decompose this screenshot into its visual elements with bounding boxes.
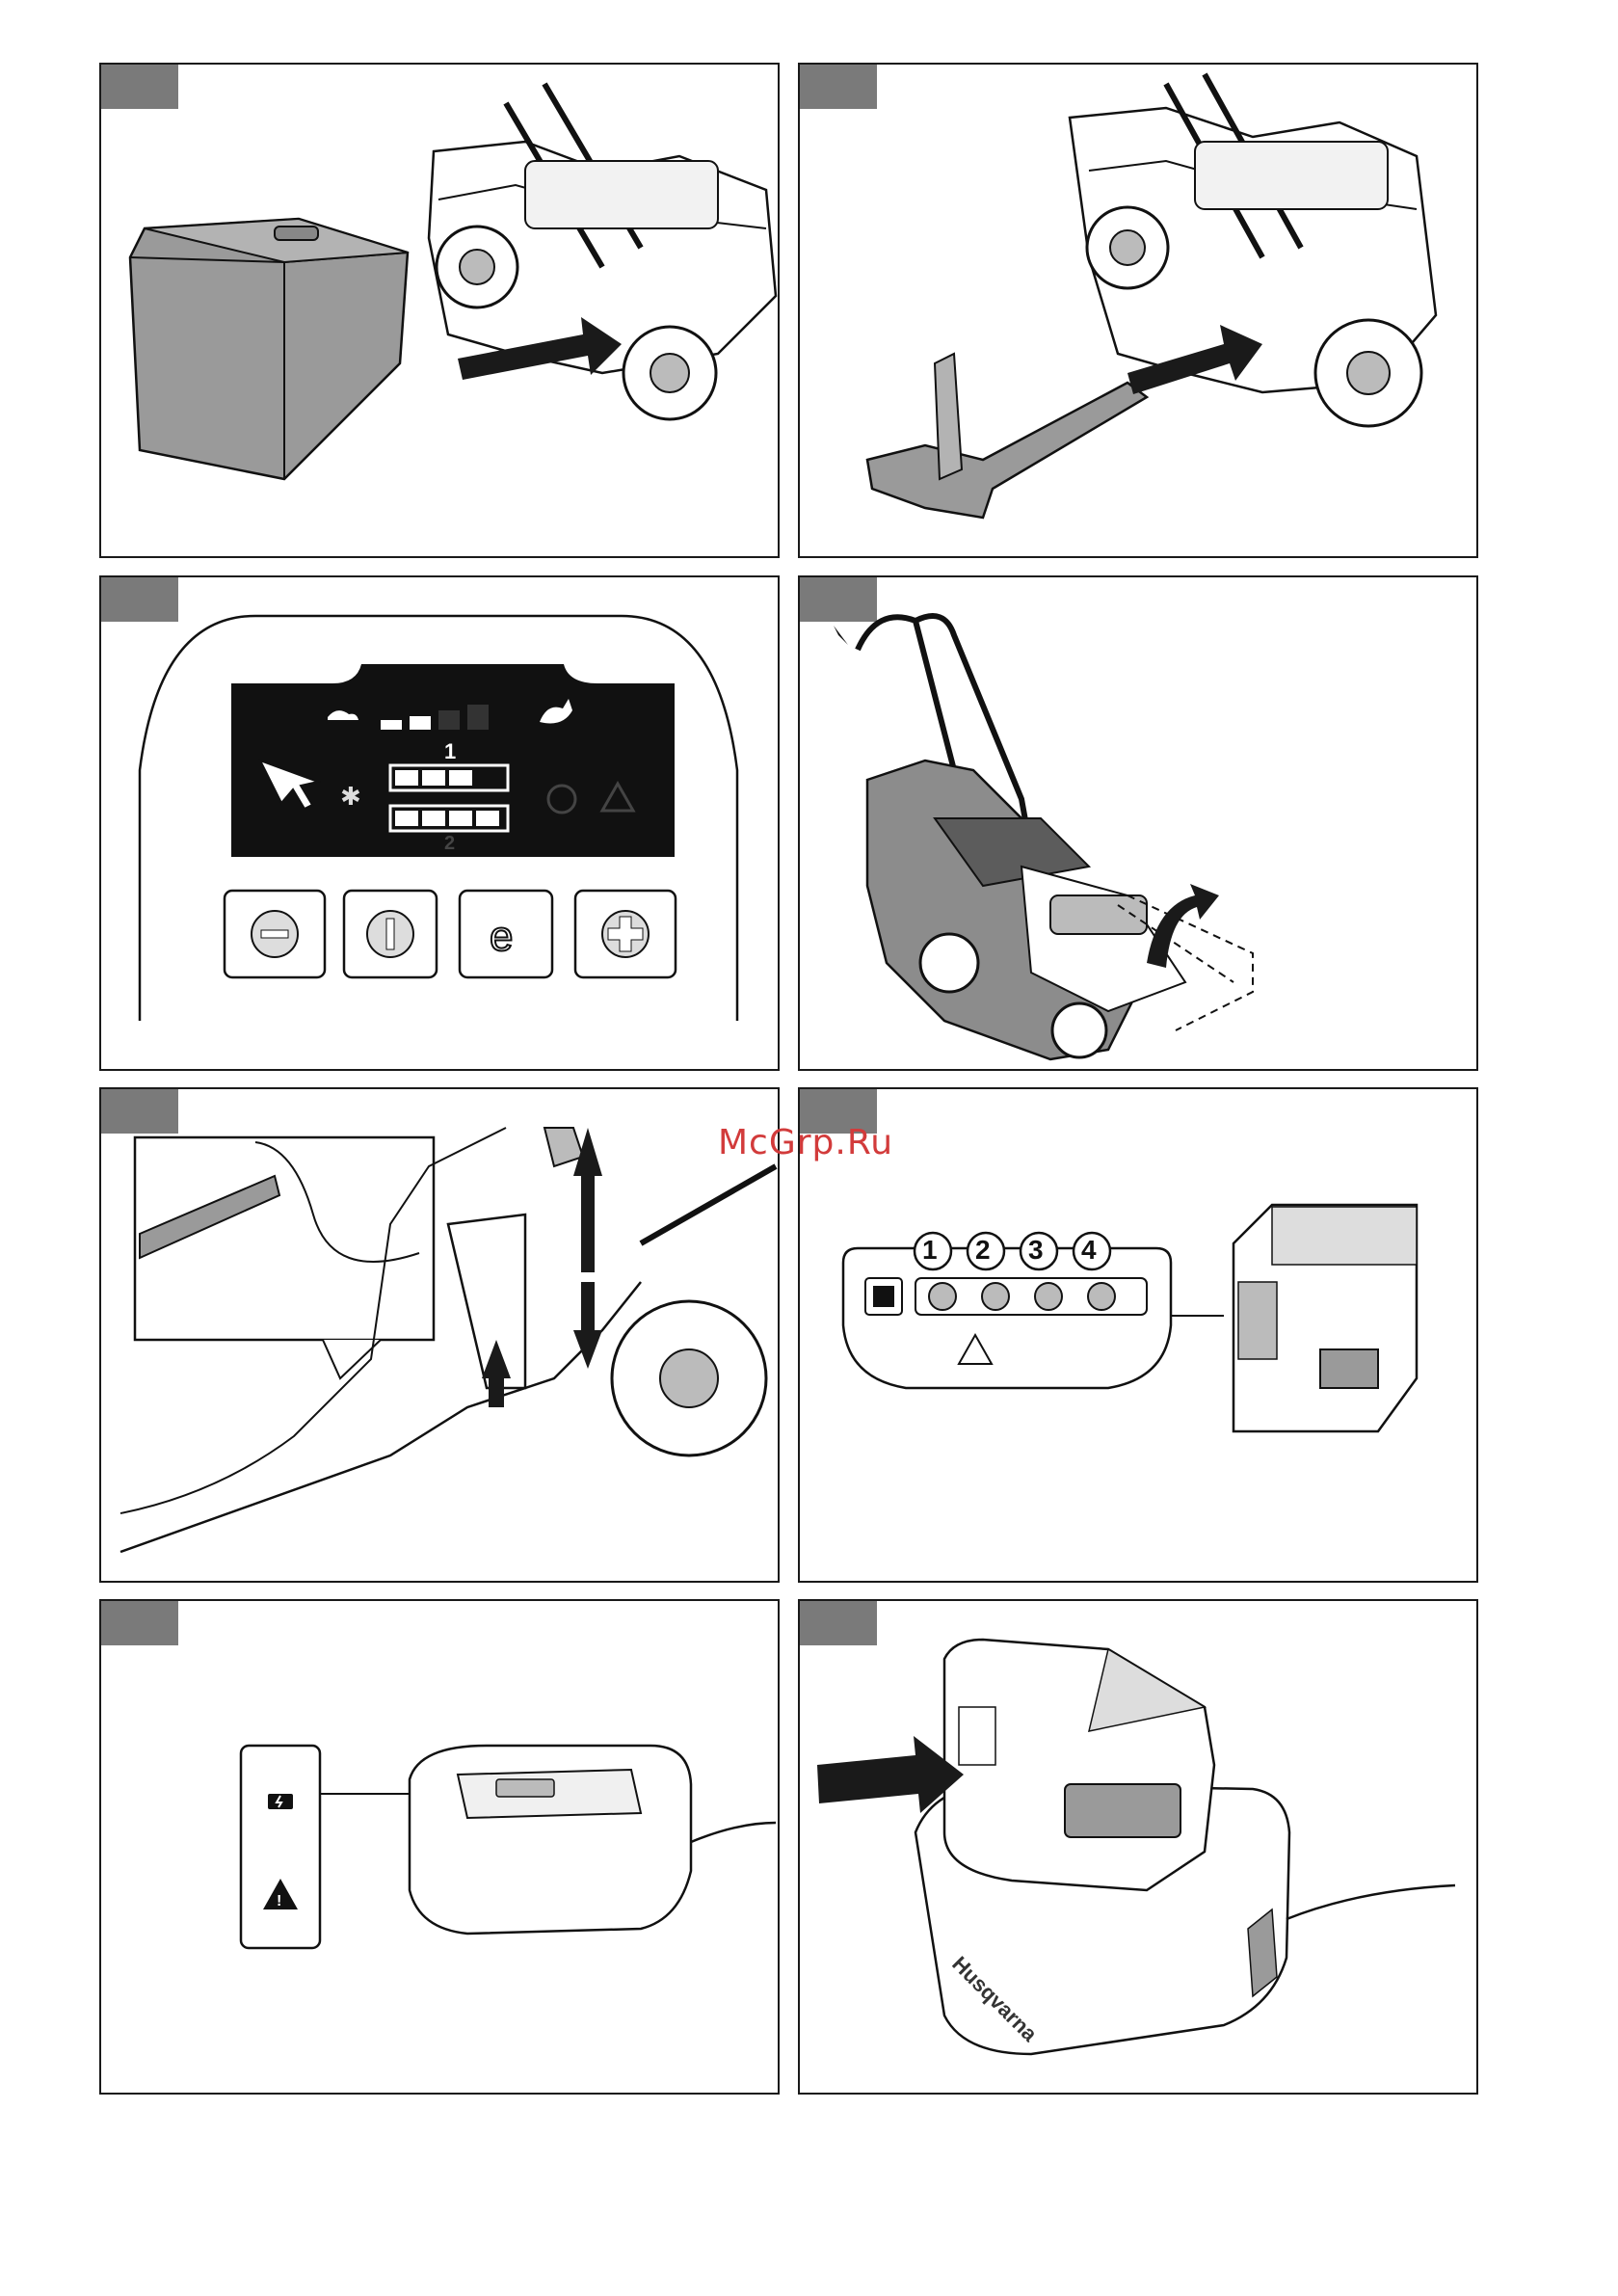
cutting-height-illustration: [101, 1089, 780, 1583]
charger-indicator-illustration: !: [101, 1601, 780, 2095]
battery-2-label: 2: [444, 833, 455, 855]
led-label-1: 1: [922, 1235, 938, 1266]
panel-6-battery-indicator: 1 2 3 4: [798, 1087, 1478, 1583]
grass-collector-illustration: [101, 65, 780, 558]
led-label-3: 3: [1028, 1235, 1044, 1266]
panel-4-handle-fold: [798, 575, 1478, 1071]
panel-8-battery-insert-charger: Husqvarna: [798, 1599, 1478, 2095]
svg-text:e: e: [490, 913, 513, 960]
panel-3-control-panel: ✱ e 1 2: [99, 575, 780, 1071]
svg-text:✱: ✱: [340, 783, 361, 812]
svg-text:!: !: [277, 1893, 281, 1909]
panel-2-mulch-plug: [798, 63, 1478, 558]
led-label-2: 2: [975, 1235, 991, 1266]
battery-indicator-illustration: [800, 1089, 1478, 1583]
battery-insert-illustration: [800, 1601, 1478, 2095]
panel-1-grass-collector: [99, 63, 780, 558]
watermark: McGrp.Ru: [718, 1123, 893, 1162]
mulch-plug-illustration: [800, 65, 1478, 558]
handle-fold-illustration: [800, 577, 1478, 1071]
panel-7-charger-indicator: !: [99, 1599, 780, 2095]
control-panel-illustration: ✱ e: [101, 577, 780, 1071]
led-label-4: 4: [1081, 1235, 1097, 1266]
panel-5-cutting-height: [99, 1087, 780, 1583]
battery-1-label: 1: [444, 739, 456, 764]
